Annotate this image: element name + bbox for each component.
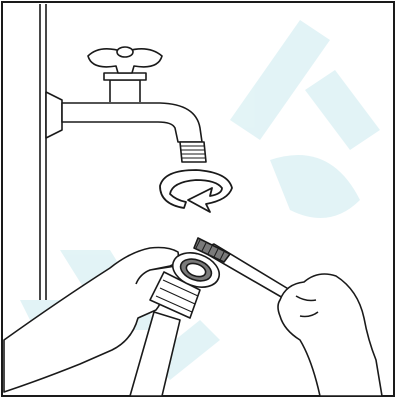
wall [40,4,46,300]
rotate-arrow-icon [160,170,232,212]
hand-right-icon [278,274,382,396]
faucet-icon [46,47,206,162]
